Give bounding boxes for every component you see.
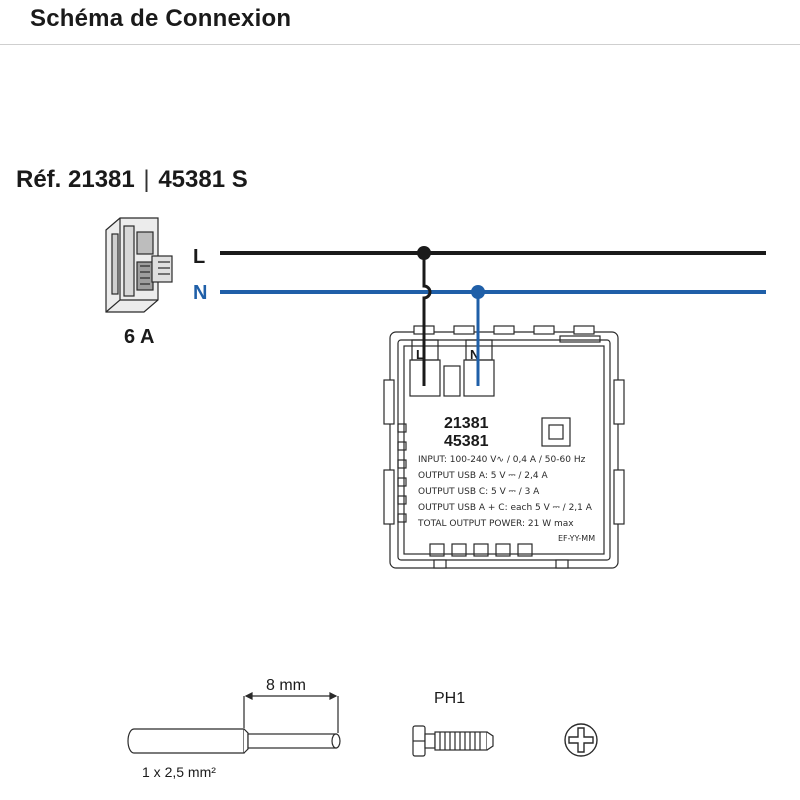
spec-total-power: TOTAL OUTPUT POWER: 21 W max [417, 519, 574, 529]
model-number-2: 45381 [444, 433, 489, 450]
live-junction [417, 246, 431, 260]
breaker-rating: 6 A [124, 326, 154, 348]
stripped-wire-icon [127, 692, 341, 754]
phillips-head-icon [564, 723, 598, 757]
date-code: EF-YY-MM [558, 534, 595, 543]
live-drop-wire [422, 253, 432, 386]
spec-usb-a: OUTPUT USB A: 5 V ⎓ / 2,4 A [418, 471, 548, 481]
line-label-l: L [193, 246, 205, 268]
circuit-breaker-icon [105, 217, 173, 313]
spec-usb-c: OUTPUT USB C: 5 V ⎓ / 3 A [418, 487, 540, 497]
terminal-n-label: N [470, 347, 479, 362]
reference-title: Réf. 21381 | 45381 S [16, 166, 248, 194]
spec-usb-a-c: OUTPUT USB A + C: each 5 V ⎓ / 2,1 A [418, 503, 593, 513]
line-label-n: N [193, 282, 207, 304]
spec-input: INPUT: 100-240 V∿ / 0,4 A / 50-60 Hz [418, 455, 586, 465]
screw-icon [412, 725, 494, 757]
reference-primary: Réf. 21381 [16, 166, 135, 193]
neutral-junction [471, 285, 485, 299]
wire-section-label: 1 x 2,5 mm² [142, 764, 216, 780]
screwdriver-type-label: PH1 [434, 690, 465, 707]
reference-secondary: 45381 S [158, 166, 248, 193]
usb-charger-module [383, 325, 625, 569]
header-divider [0, 44, 800, 45]
strip-length-label: 8 mm [266, 677, 306, 694]
page-title: Schéma de Connexion [30, 5, 292, 32]
reference-separator: | [143, 166, 150, 193]
terminal-l-label: L [416, 347, 424, 362]
model-number-1: 21381 [444, 415, 489, 432]
